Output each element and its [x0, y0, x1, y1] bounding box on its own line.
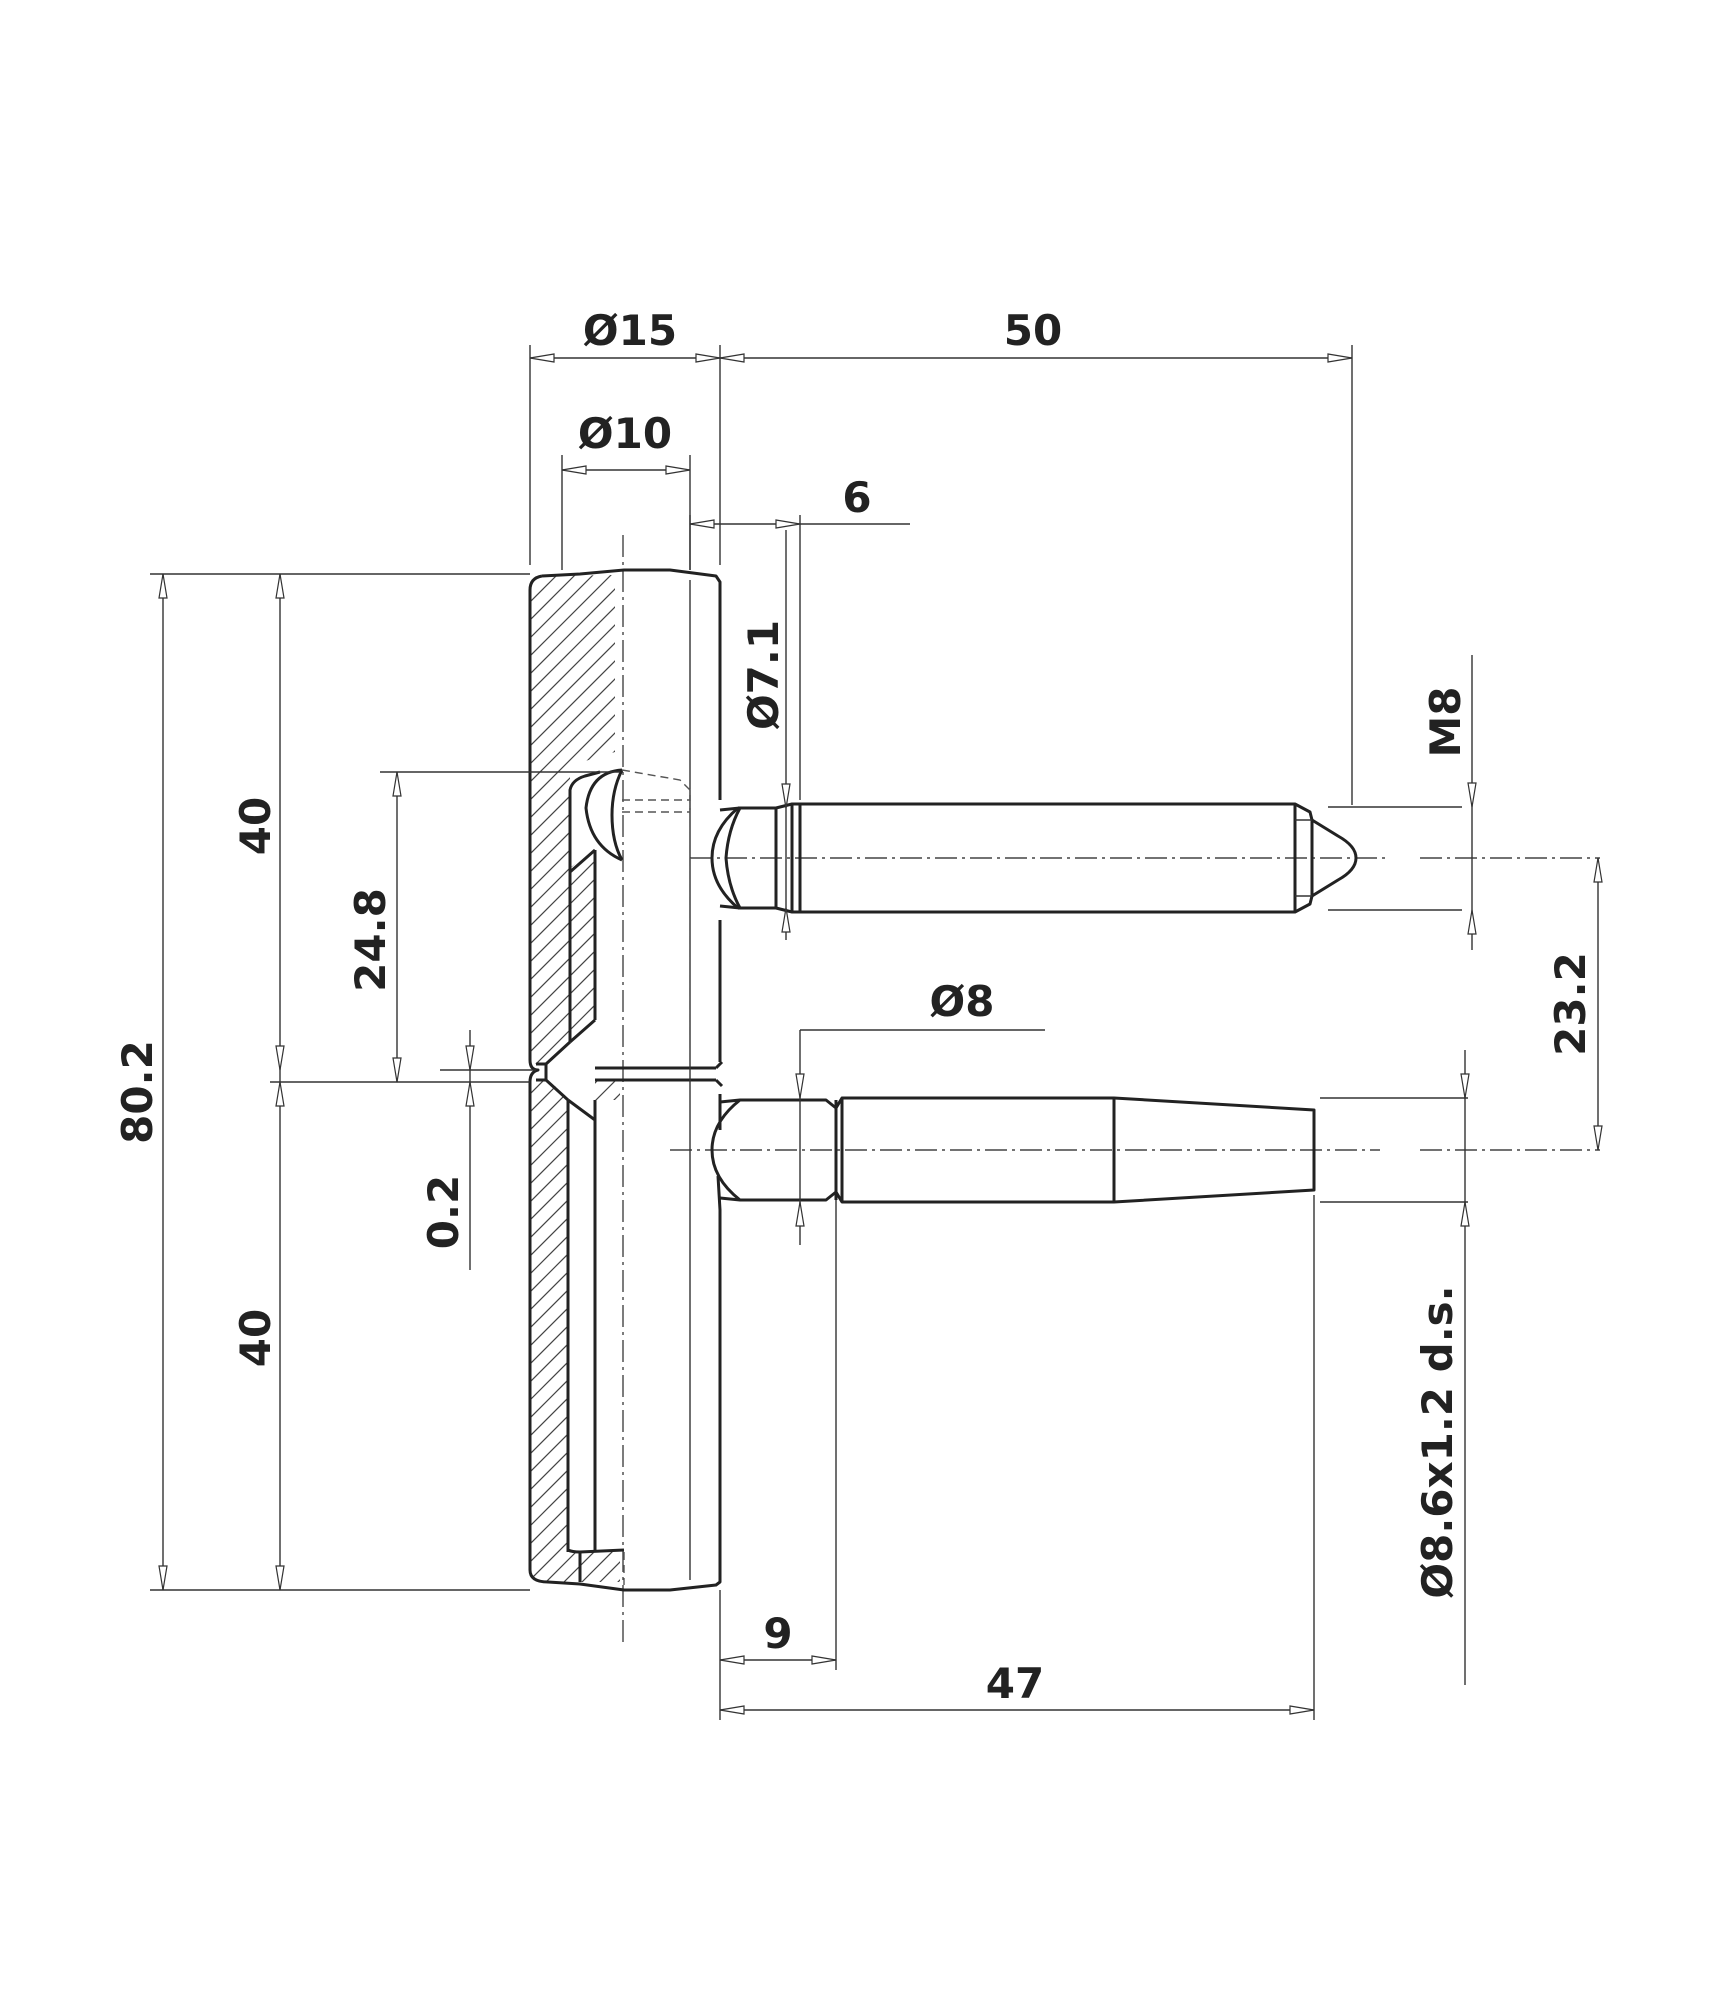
- hatch-line: [530, 1487, 620, 1582]
- hatch-line: [530, 1559, 620, 1582]
- hatch-line: [530, 1505, 620, 1582]
- hatch-line: [530, 1577, 620, 1582]
- hatch-line: [530, 575, 615, 705]
- hatch-line: [530, 1415, 620, 1557]
- hatch-line: [530, 1145, 620, 1287]
- hatch-line: [530, 1109, 620, 1251]
- hatch-line: [530, 1289, 620, 1431]
- hatch-line: [530, 635, 615, 777]
- hatch-line: [530, 575, 615, 579]
- hatch-line: [530, 575, 615, 615]
- hatch-line: [530, 1078, 620, 1197]
- dim-upper-pin-diameter: Ø7.1: [739, 620, 788, 730]
- hatch-line: [530, 1078, 620, 1179]
- hatch-line: [530, 575, 615, 633]
- dim-thread: M8: [1421, 686, 1470, 757]
- hatch-line: [530, 1397, 620, 1539]
- hinge-body: [528, 568, 724, 1592]
- dim-lower-pin-thread: Ø8.6x1.2 d.s.: [1413, 1285, 1462, 1598]
- hatch-line: [530, 575, 615, 651]
- dim-lower-pin-length: 47: [986, 1659, 1044, 1708]
- hatch-line: [530, 1217, 620, 1359]
- dim-gap: 0.2: [419, 1175, 468, 1249]
- hatch-line: [530, 1379, 620, 1521]
- hatch-line: [500, 1632, 640, 1772]
- hatch-line: [530, 1127, 620, 1269]
- hatch-line: [530, 599, 615, 741]
- dim-inner-diameter: Ø10: [578, 409, 672, 458]
- hatch-line: [530, 1433, 620, 1575]
- hatch-line: [500, 1104, 640, 1244]
- hatch-line: [530, 1253, 620, 1395]
- hatch-line: [530, 1049, 615, 1064]
- hatch-line: [530, 617, 615, 759]
- hatch-line: [530, 689, 615, 831]
- hatch-line: [530, 1307, 620, 1449]
- hatch-line: [530, 1091, 620, 1233]
- dim-body-diameter: Ø15: [583, 306, 677, 355]
- hatch-line: [530, 1235, 620, 1377]
- dim-pin-length-upper: 50: [1004, 306, 1062, 355]
- hatch-line: [530, 1271, 620, 1413]
- hatch-line: [530, 575, 615, 669]
- hatch-line: [530, 1541, 620, 1582]
- dim-upper-half-height: 40: [231, 797, 280, 855]
- hatch-line: [530, 1343, 620, 1485]
- hatch-line: [500, 1596, 640, 1736]
- dim-ball-height: 24.8: [346, 888, 395, 992]
- hatch-line: [530, 1361, 620, 1503]
- hatch-line: [530, 1199, 620, 1341]
- extension-lines: [150, 345, 1468, 1720]
- dim-lower-half-height: 40: [231, 1309, 280, 1367]
- hatch-line: [530, 581, 615, 723]
- hatch-line: [530, 671, 615, 813]
- section-hatching: [500, 575, 640, 1772]
- dim-lower-pin-diameter: Ø8: [930, 977, 995, 1026]
- hatch-line: [500, 1614, 640, 1754]
- hatch-line: [530, 1325, 620, 1467]
- dimension-labels: Ø15 50 Ø10 6 Ø7.1 M8 80.2 40 40 24.8 0.2…: [113, 306, 1595, 1708]
- dimension-lines: [162, 357, 1599, 1711]
- dim-pin-offset: 6: [842, 473, 871, 522]
- dim-overall-height: 80.2: [113, 1040, 162, 1144]
- hatch-line: [530, 1163, 620, 1305]
- dimension-arrows: [158, 353, 1603, 1715]
- dim-lower-pin-offset: 9: [763, 1609, 792, 1658]
- hatch-line: [530, 707, 615, 849]
- hatch-line: [530, 1451, 620, 1582]
- lower-pin: [710, 1096, 1316, 1204]
- hatch-line: [500, 1086, 640, 1226]
- hatch-line: [530, 1078, 620, 1215]
- hatch-line: [530, 575, 615, 687]
- hatch-line: [530, 1523, 620, 1582]
- dim-pin-spacing: 23.2: [1546, 952, 1595, 1056]
- hatch-line: [530, 1181, 620, 1323]
- hatch-line: [500, 1068, 640, 1208]
- hatch-line: [530, 653, 615, 795]
- center-lines: [622, 535, 1600, 1645]
